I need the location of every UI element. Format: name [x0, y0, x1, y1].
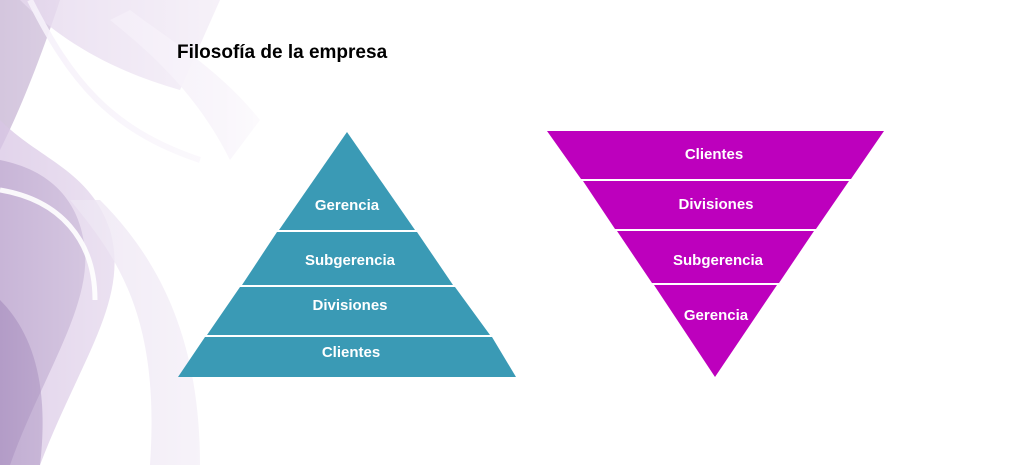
- inverted-label-subgerencia: Subgerencia: [673, 252, 764, 269]
- page-title: Filosofía de la empresa: [177, 42, 388, 63]
- pyramid-level-divisiones: [207, 287, 490, 335]
- inverted-label-clientes: Clientes: [685, 146, 743, 163]
- inverted-level-subgerencia: [617, 231, 814, 283]
- decorative-swirl-background: [0, 0, 300, 465]
- pyramid-level-clientes: [178, 337, 516, 377]
- inverted-label-gerencia: Gerencia: [684, 307, 749, 324]
- pyramid-label-subgerencia: Subgerencia: [305, 252, 396, 269]
- pyramid-level-subgerencia: [242, 232, 453, 285]
- inverted-label-divisiones: Divisiones: [678, 196, 753, 213]
- inverted-level-gerencia: [654, 285, 777, 377]
- inverted-level-clientes: [547, 131, 884, 179]
- pyramid-label-gerencia: Gerencia: [315, 197, 380, 214]
- inverted-level-divisiones: [583, 181, 849, 229]
- pyramid-label-clientes: Clientes: [322, 344, 380, 361]
- pyramid-label-divisiones: Divisiones: [312, 297, 387, 314]
- pyramid-level-gerencia: [279, 132, 415, 230]
